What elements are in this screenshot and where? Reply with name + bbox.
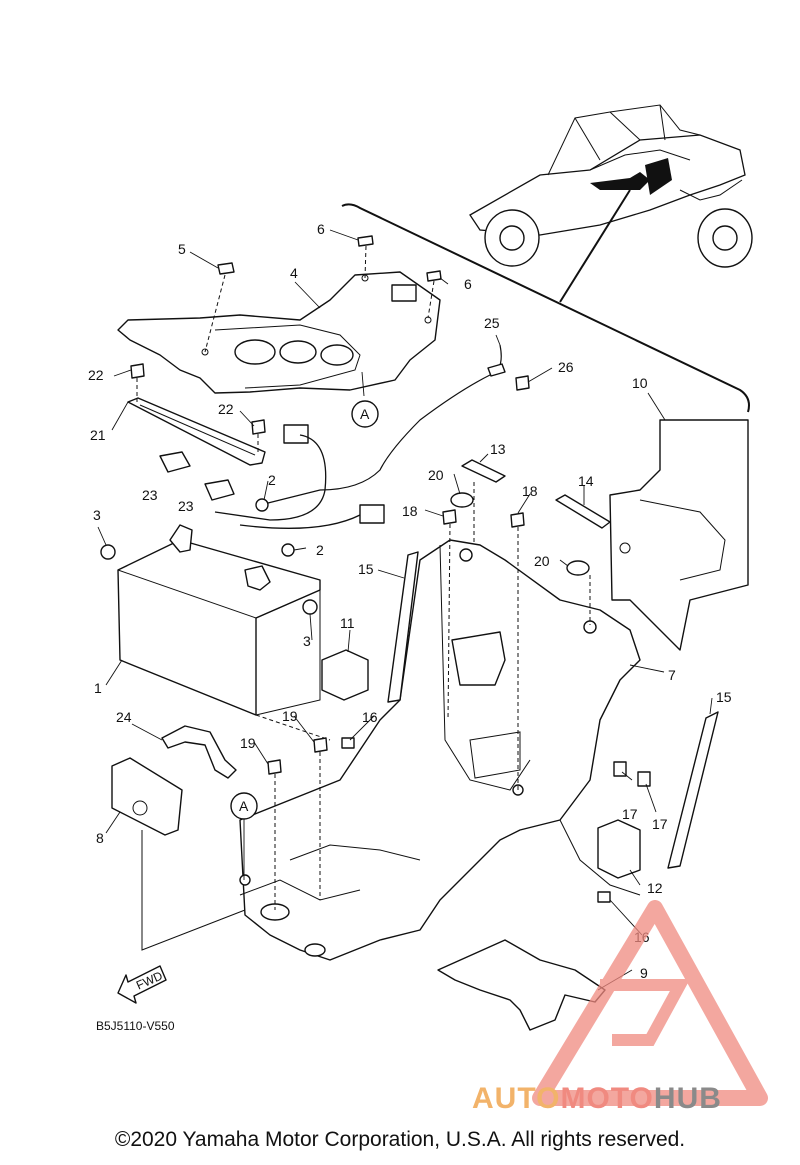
watermark-logo (532, 900, 768, 1106)
section-divider-line (341, 203, 750, 413)
callout-4: 4 (290, 265, 298, 281)
callout-8: 8 (96, 830, 104, 846)
callout-2a: 2 (268, 472, 276, 488)
copyright-text: ©2020 Yamaha Motor Corporation, U.S.A. A… (114, 1128, 686, 1151)
vehicle-thumbnail (469, 104, 753, 303)
part-21-bracket (127, 397, 385, 529)
callout-22b: 22 (218, 401, 234, 417)
callout-19b: 19 (240, 735, 256, 751)
callout-23a: 23 (142, 487, 158, 503)
callout-19a: 19 (282, 708, 298, 724)
view-marker-a-top: A (351, 400, 379, 428)
callout-21: 21 (90, 427, 106, 443)
callout-20b: 20 (534, 553, 550, 569)
callout-13: 13 (490, 441, 506, 457)
brand-part-moto: MOTO (560, 1082, 654, 1115)
callout-17a: 17 (622, 806, 638, 822)
watermark-brand: AUTOMOTOHUB (472, 1082, 792, 1116)
callout-3b: 3 (303, 633, 311, 649)
fasteners-top (130, 235, 442, 455)
callout-26: 26 (558, 359, 574, 375)
blocks-11-12 (321, 649, 641, 879)
brand-part-auto: AUTO (472, 1082, 561, 1115)
strips (387, 459, 719, 869)
callout-14: 14 (578, 473, 594, 489)
part-24-bracket (161, 725, 237, 779)
reference-code: B5J5110-V550 (96, 1019, 175, 1033)
callout-6b: 6 (464, 276, 472, 292)
callout-15b: 15 (716, 689, 732, 705)
callout-18a: 18 (402, 503, 418, 519)
callout-16a: 16 (362, 709, 378, 725)
part-25-cable (259, 344, 530, 506)
callout-22a: 22 (88, 367, 104, 383)
callout-20a: 20 (428, 467, 444, 483)
part-10-panel (609, 419, 749, 651)
callout-6a: 6 (317, 221, 325, 237)
callout-18b: 18 (522, 483, 538, 499)
callout-labels: 5 4 6 6 22 22 21 23 23 2 2 3 3 1 24 8 25… (88, 221, 732, 981)
fwd-arrow: FWD (117, 965, 167, 1004)
callout-7: 7 (668, 667, 676, 683)
view-marker-a-top-label: A (360, 406, 370, 422)
callout-25: 25 (484, 315, 500, 331)
callout-1: 1 (94, 680, 102, 696)
callout-17b: 17 (652, 816, 668, 832)
callout-2b: 2 (316, 542, 324, 558)
callout-11: 11 (340, 615, 355, 631)
brand-part-hub: HUB (653, 1082, 722, 1115)
part-7-battery-box (239, 539, 641, 961)
callout-9: 9 (640, 965, 648, 981)
callout-5: 5 (178, 241, 186, 257)
part-9-plate (437, 939, 606, 1031)
view-marker-a-bottom: A (230, 792, 258, 820)
callout-12: 12 (647, 880, 663, 896)
callout-23b: 23 (178, 498, 194, 514)
part-1-battery (100, 498, 331, 741)
callout-3a: 3 (93, 507, 101, 523)
callout-24: 24 (116, 709, 132, 725)
view-marker-a-bottom-label: A (239, 798, 249, 814)
callout-10: 10 (632, 375, 648, 391)
callout-15a: 15 (358, 561, 374, 577)
grommets-bolts (267, 482, 591, 910)
part-8-pad (111, 757, 246, 951)
part-4-cover (117, 271, 441, 394)
